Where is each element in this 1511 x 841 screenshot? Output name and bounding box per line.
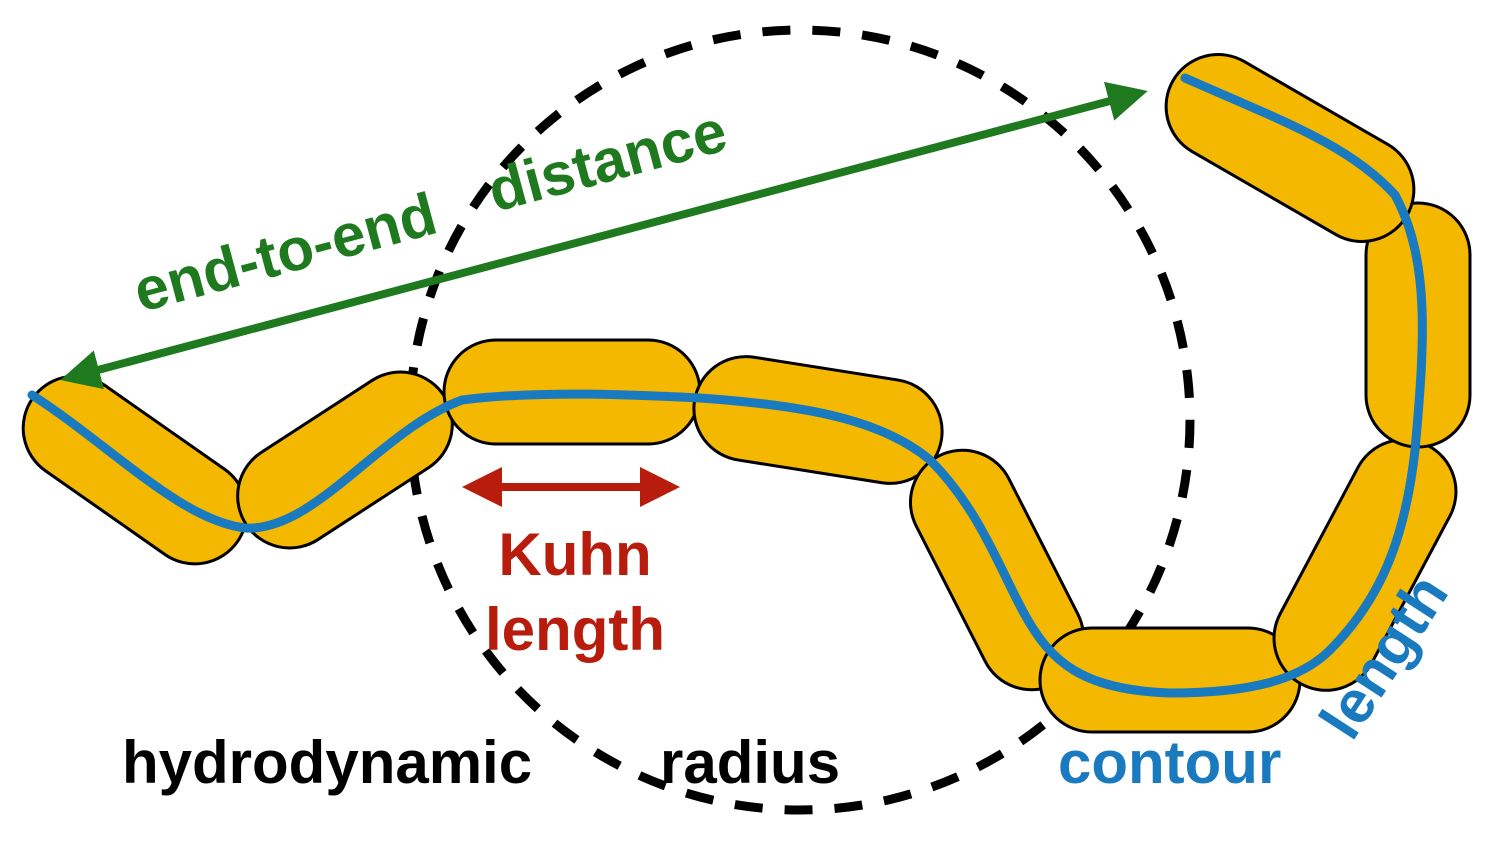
kuhn-length-label: length: [485, 596, 665, 663]
kuhn-segment: [236, 370, 454, 550]
distance-label: distance: [481, 97, 733, 225]
hydrodynamic-label: hydrodynamic: [122, 729, 532, 796]
kuhn-label: Kuhn: [498, 521, 651, 588]
end-to-end-label: end-to-end: [127, 180, 444, 325]
kuhn-segment: [692, 355, 944, 485]
kuhn-segment: [1038, 626, 1302, 734]
contour-label: contour: [1058, 729, 1281, 796]
kuhn-segment: [1164, 53, 1416, 243]
end-to-end-arrow: [60, 81, 1148, 390]
contour-line: [27, 73, 1427, 698]
radius-label: radius: [660, 729, 840, 796]
kuhn-segments: [21, 53, 1472, 734]
